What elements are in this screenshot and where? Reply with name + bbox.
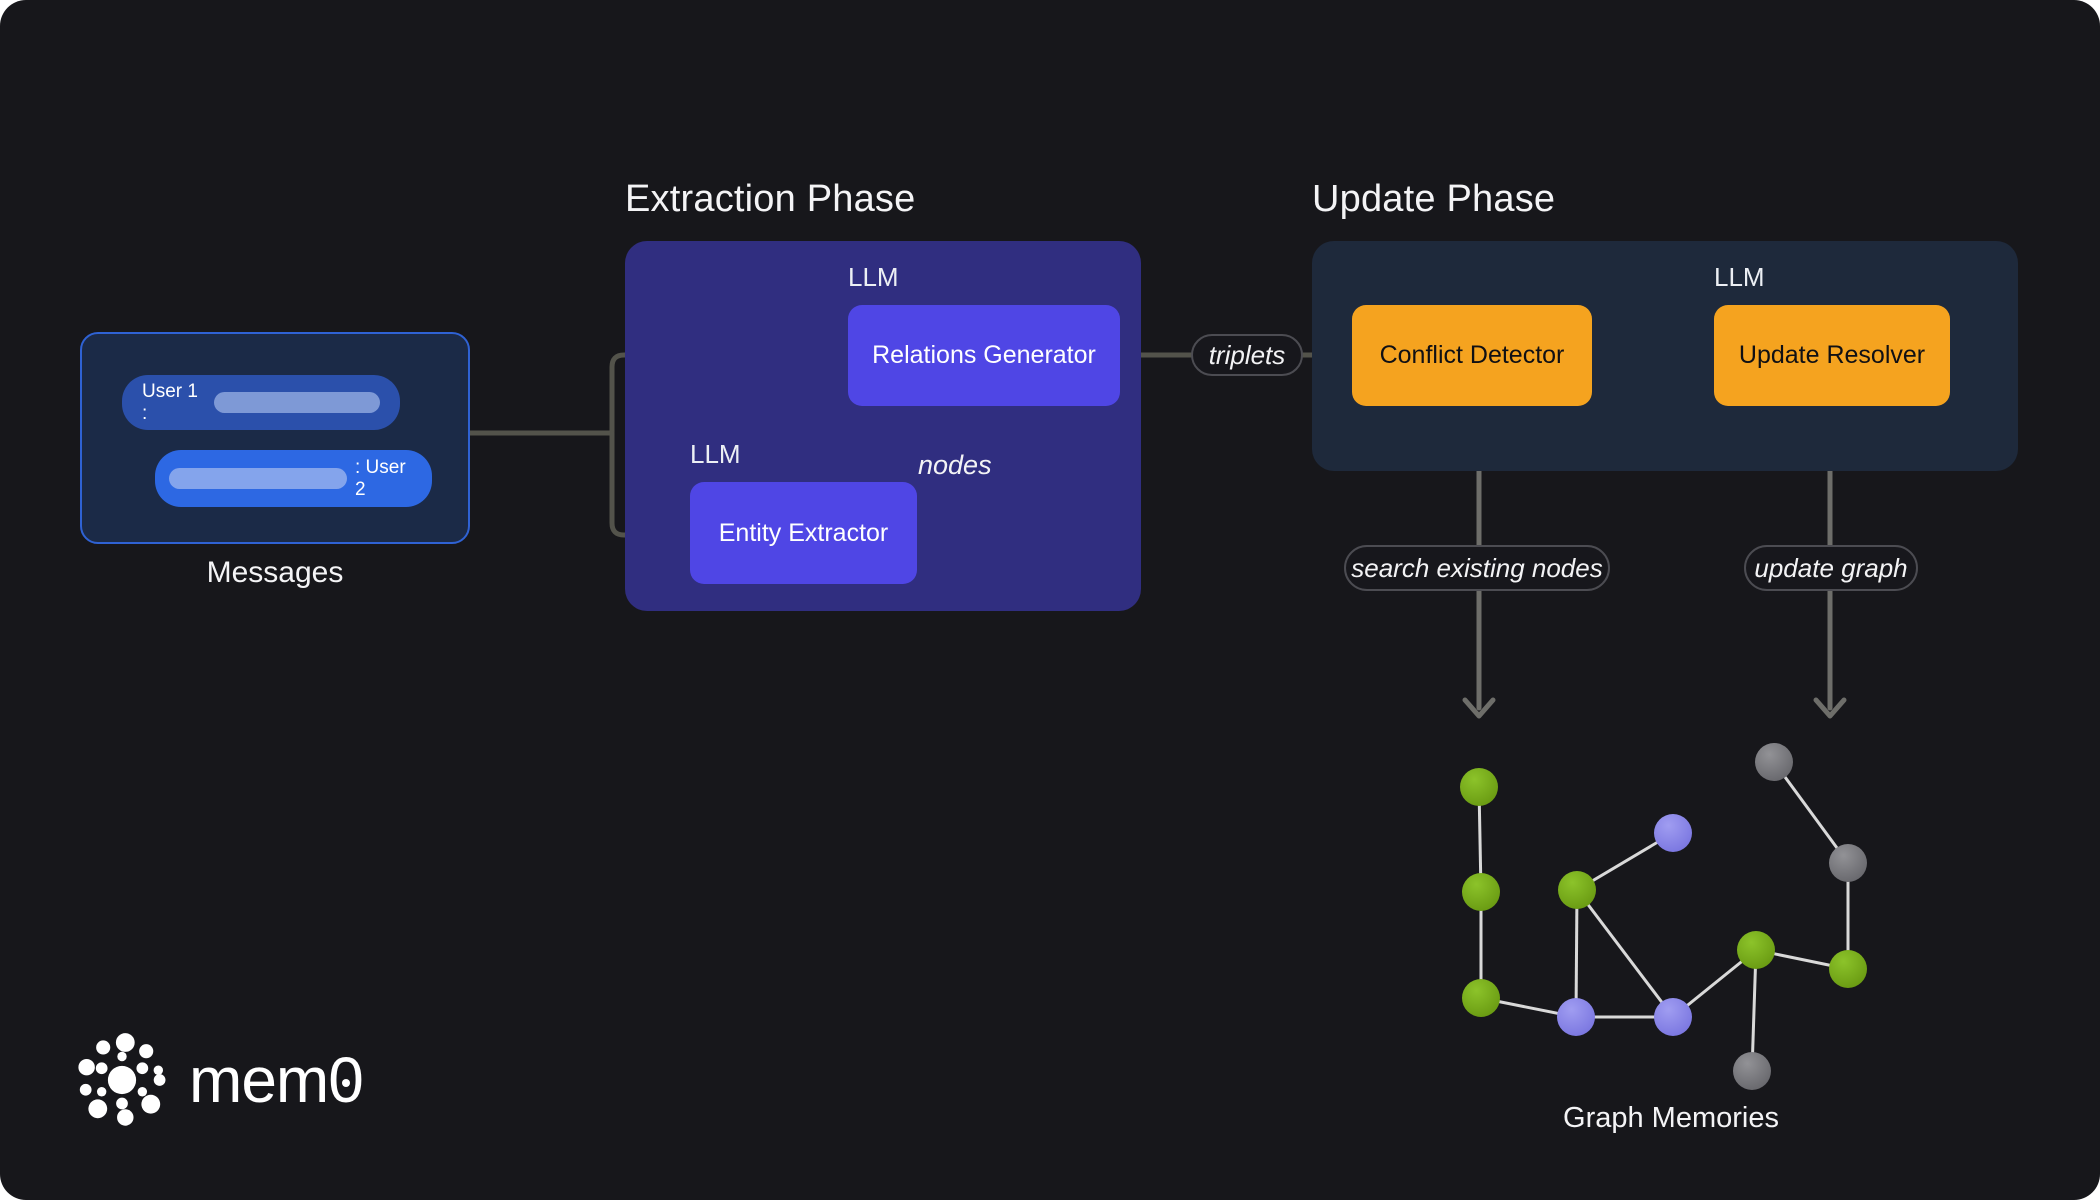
search-existing-nodes-pill: search existing nodes bbox=[1344, 545, 1610, 591]
graph-node-gray bbox=[1755, 743, 1793, 781]
graph-edge bbox=[1672, 948, 1757, 1019]
graph-node-purple bbox=[1654, 814, 1692, 852]
update-graph-pill: update graph bbox=[1744, 545, 1918, 591]
user1-label: User 1 : bbox=[142, 380, 198, 424]
update-phase-title: Update Phase bbox=[1312, 178, 1556, 220]
graph-edge bbox=[1750, 949, 1758, 1072]
messages-caption: Messages bbox=[206, 556, 344, 589]
mem0-logo-mark-icon bbox=[78, 1033, 166, 1126]
mem0-wordmark: mem0 bbox=[189, 1043, 364, 1117]
entity-extractor-box: Entity Extractor bbox=[690, 482, 917, 584]
graph-memories-caption: Graph Memories bbox=[1563, 1102, 1779, 1134]
messages-panel: User 1 : : User 2 bbox=[80, 332, 470, 544]
update-resolver-box: Update Resolver bbox=[1714, 305, 1950, 406]
chat-bubble-user2: : User 2 bbox=[155, 450, 432, 507]
chat-bubble-user1: User 1 : bbox=[122, 375, 400, 430]
user2-message-placeholder bbox=[169, 468, 347, 489]
graph-node-green bbox=[1460, 768, 1498, 806]
llm-label-entity: LLM bbox=[690, 439, 741, 469]
graph-node-green bbox=[1558, 871, 1596, 909]
relations-generator-box: Relations Generator bbox=[848, 305, 1120, 406]
graph-node-green bbox=[1737, 931, 1775, 969]
graph-node-green bbox=[1462, 873, 1500, 911]
mem0-wordmark-mem: mem bbox=[189, 1044, 329, 1116]
graph-node-gray bbox=[1829, 844, 1867, 882]
user1-message-placeholder bbox=[214, 392, 380, 413]
arrowhead-update-down bbox=[1813, 697, 1847, 719]
nodes-edge-label: nodes bbox=[918, 450, 992, 480]
triplets-pill: triplets bbox=[1191, 334, 1303, 376]
graph-node-green bbox=[1462, 979, 1500, 1017]
graph-node-gray bbox=[1733, 1052, 1771, 1090]
conflict-detector-box: Conflict Detector bbox=[1352, 305, 1592, 406]
graph-edge bbox=[1477, 786, 1483, 893]
graph-edge bbox=[1755, 948, 1849, 971]
graph-edge bbox=[1575, 889, 1675, 1018]
graph-node-purple bbox=[1557, 998, 1595, 1036]
llm-label-relations: LLM bbox=[848, 262, 899, 292]
extraction-phase-title: Extraction Phase bbox=[625, 178, 916, 220]
arrowhead-search-down bbox=[1462, 697, 1496, 719]
llm-label-resolver: LLM bbox=[1714, 262, 1765, 292]
graph-edge bbox=[1480, 996, 1577, 1019]
graph-edge bbox=[1576, 831, 1674, 892]
mem0-logo: mem0 bbox=[75, 1033, 364, 1127]
graph-node-green bbox=[1829, 950, 1867, 988]
user2-label: : User 2 bbox=[355, 456, 406, 500]
mem0-wordmark-zero: 0 bbox=[328, 1043, 364, 1117]
graph-edge bbox=[1772, 761, 1850, 864]
graph-node-purple bbox=[1654, 998, 1692, 1036]
zero-center-dot bbox=[341, 1078, 350, 1087]
graph-edge bbox=[1574, 889, 1579, 1018]
